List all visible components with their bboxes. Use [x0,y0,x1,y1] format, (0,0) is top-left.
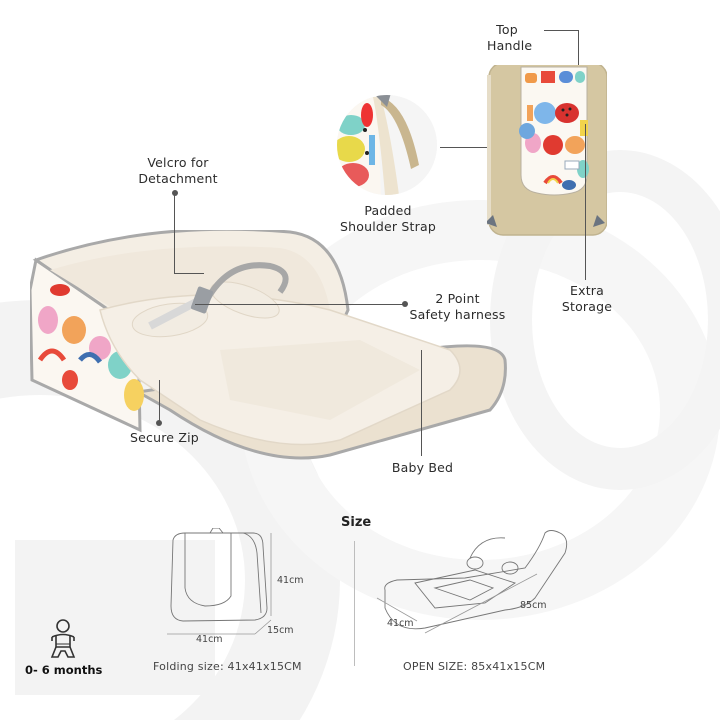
top-handle-label: Top Handle [487,22,533,54]
shoulder-strap-illustration [337,95,437,195]
bed-callout-label: Baby Bed [391,460,454,475]
velcro-callout-line-v [174,193,175,273]
storage-label-line1: Extra [570,283,604,298]
open-size-caption: OPEN SIZE: 85x41x15CM [403,660,546,673]
storage-label-line2: Storage [561,299,613,314]
shoulder-strap-inset [337,95,437,195]
folded-bag-product [483,62,608,236]
age-range-label: 0- 6 months [25,663,103,677]
size-section-band [15,540,215,695]
strap-label-line2: Shoulder Strap [339,219,436,234]
harness-label-line2: Safety harness [409,307,506,322]
baby-bed-product [28,227,520,460]
harness-callout-line [195,304,405,305]
bed-callout-line [421,350,422,456]
strap-label-line1: Padded [364,203,412,218]
velcro-callout-label: Velcro for Detachment [128,155,228,187]
top-handle-line2: Handle [487,38,533,53]
open-size-diagram [376,530,568,634]
zip-callout-line [159,380,160,422]
storage-callout-line [585,124,586,280]
folded-height: 41cm [277,575,304,586]
folded-size-caption: Folding size: 41x41x15CM [153,660,302,673]
folded-depth: 15cm [267,625,294,636]
folded-size-diagram [167,528,272,635]
strap-callout-label: Padded Shoulder Strap [328,203,448,235]
storage-callout-label: Extra Storage [555,283,619,315]
velcro-label-line2: Detachment [138,171,218,186]
harness-callout-dot [402,301,408,307]
zip-callout-dot [156,420,162,426]
velcro-label-line1: Velcro for [147,155,209,170]
size-title: Size [341,515,372,530]
size-divider [354,541,355,666]
velcro-callout-line-h [174,273,204,274]
top-handle-line-h [544,30,579,31]
top-handle-line-v [578,30,579,65]
zip-callout-label: Secure Zip [130,430,199,445]
open-width: 41cm [387,618,414,629]
baby-icon [50,619,76,658]
top-handle-line1: Top [496,22,518,37]
harness-callout-label: 2 Point Safety harness [400,291,515,323]
harness-label-line1: 2 Point [435,291,480,306]
open-length: 85cm [520,600,547,611]
strap-callout-line [440,147,488,148]
folded-width: 41cm [196,634,223,645]
velcro-callout-dot [172,190,178,196]
